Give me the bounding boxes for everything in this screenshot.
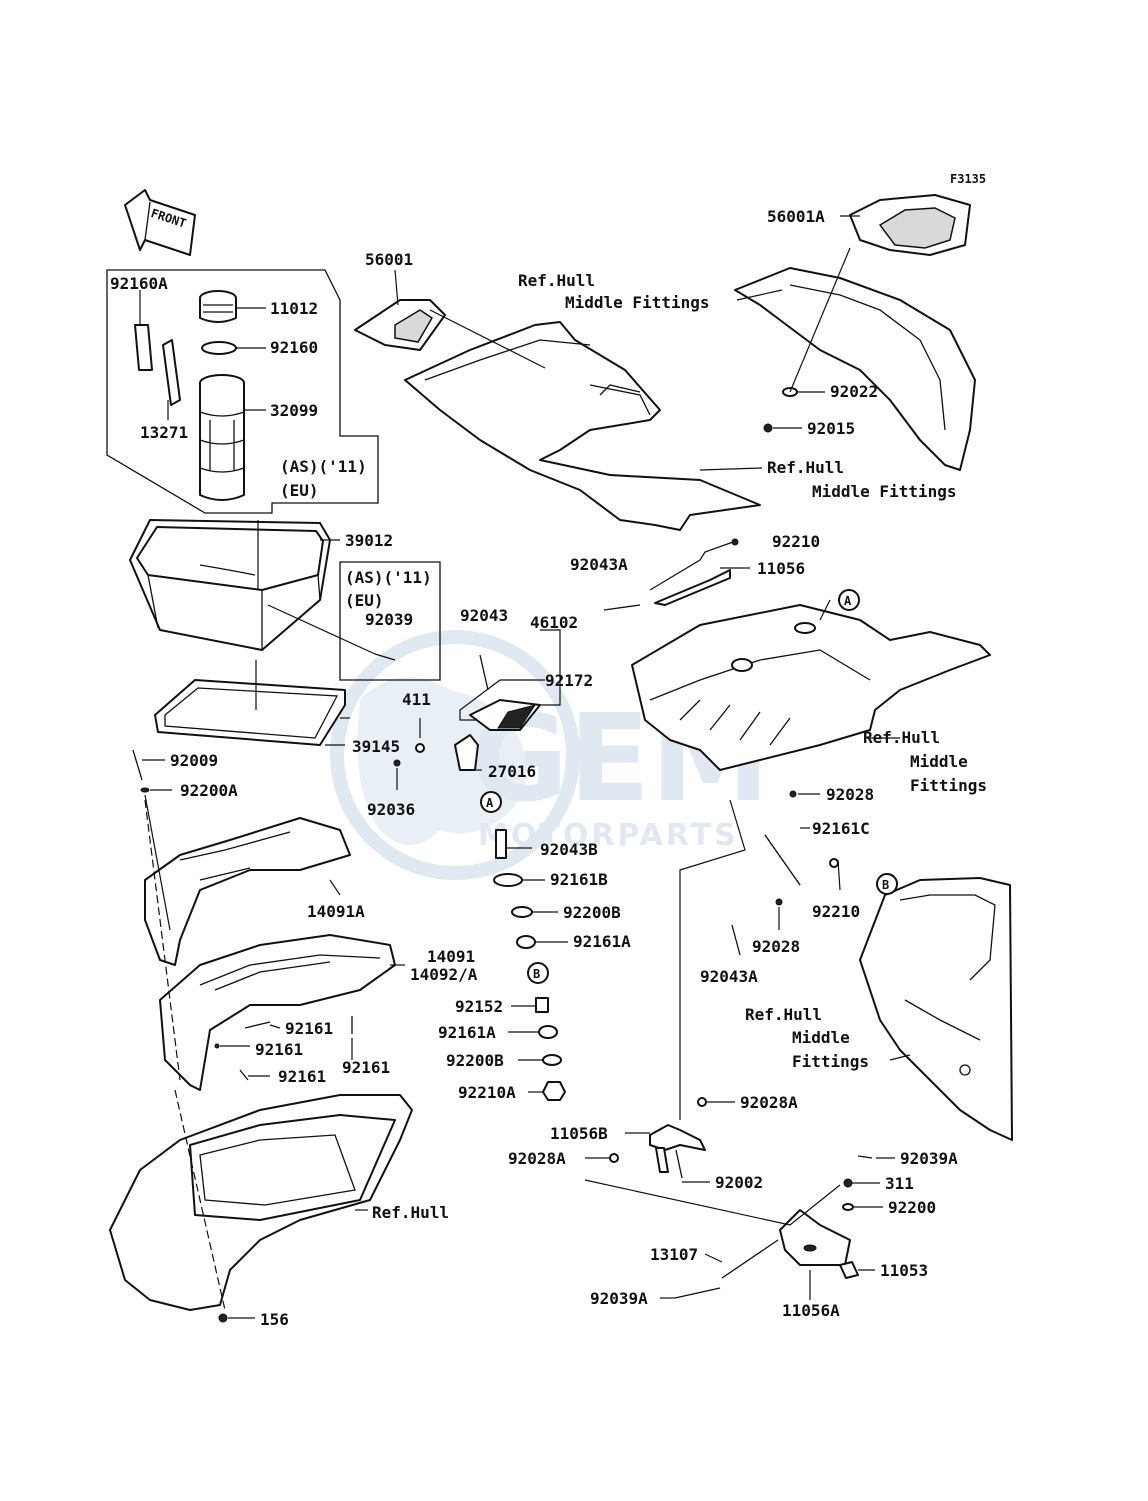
front-arrow: FRONT [124, 189, 196, 256]
label-92161A-1: 92161A [573, 932, 631, 951]
storage-bin [129, 519, 331, 651]
label-as-1: (AS)('11) [280, 457, 367, 476]
label-56001: 56001 [365, 250, 413, 269]
label-92036: 92036 [367, 800, 415, 819]
label-92161-4: 92161 [342, 1058, 390, 1077]
right-hull-cover [734, 194, 976, 471]
label-92002: 92002 [715, 1173, 763, 1192]
label-92200A: 92200A [180, 781, 238, 800]
circle-ref-b-1: B [527, 962, 549, 984]
circle-ref-a-2: A [480, 791, 502, 813]
label-14091A: 14091A [307, 902, 365, 921]
circle-ref-a-label: A [844, 594, 852, 608]
label-92200B-1: 92200B [563, 903, 621, 922]
label-32099: 32099 [270, 401, 318, 420]
label-ref-hull-3: Ref.Hull [863, 728, 940, 747]
circle-ref-b-2: B [876, 873, 898, 895]
leader-lines [139, 215, 911, 1319]
label-92028A-1: 92028A [740, 1093, 798, 1112]
circle-ref-b-label-2: B [882, 878, 889, 892]
label-ref-hull-4: Ref.Hull [745, 1005, 822, 1024]
label-92015: 92015 [807, 419, 855, 438]
label-92152: 92152 [455, 997, 503, 1016]
watermark-sub: MOTORPARTS [478, 818, 739, 853]
label-92160: 92160 [270, 338, 318, 357]
label-92161A-2: 92161A [438, 1023, 496, 1042]
circle-ref-b-label: B [533, 967, 540, 981]
label-11053: 11053 [880, 1261, 928, 1280]
label-92028-1: 92028 [826, 785, 874, 804]
label-156: 156 [260, 1310, 289, 1329]
label-eu-1: (EU) [280, 481, 319, 500]
label-92210A: 92210A [458, 1083, 516, 1102]
label-92043A-2: 92043A [700, 967, 758, 986]
lower-right-hull [859, 877, 1013, 1141]
figure-code: F3135 [950, 172, 986, 186]
label-92028A-2: 92028A [508, 1149, 566, 1168]
label-92022: 92022 [830, 382, 878, 401]
circle-ref-a-label-2: A [486, 796, 494, 810]
label-11056: 11056 [757, 559, 805, 578]
label-ref-hull-2b: Middle Fittings [812, 482, 957, 501]
label-as-2: (AS)('11) [345, 568, 432, 587]
cover-14091A [144, 817, 351, 966]
label-ref-hull-1b: Middle Fittings [565, 293, 710, 312]
label-13107: 13107 [650, 1245, 698, 1264]
label-13271: 13271 [140, 423, 188, 442]
label-ref-hull-3c: Fittings [910, 776, 987, 795]
label-92028-2: 92028 [752, 937, 800, 956]
label-14092A: 14092/A [410, 965, 478, 984]
label-92200B-2: 92200B [446, 1051, 504, 1070]
label-14091: 14091 [427, 947, 475, 966]
circle-ref-a-1: A [838, 589, 860, 611]
label-92161C: 92161C [812, 819, 870, 838]
label-ref-hull-4c: Fittings [792, 1052, 869, 1071]
label-92210-1: 92210 [772, 532, 820, 551]
label-39012: 39012 [345, 531, 393, 550]
label-ref-hull-4b: Middle [792, 1028, 850, 1047]
label-92039A-1: 92039A [900, 1149, 958, 1168]
label-ref-hull-2: Ref.Hull [767, 458, 844, 477]
label-92009: 92009 [170, 751, 218, 770]
label-11012: 11012 [270, 299, 318, 318]
label-411: 411 [402, 690, 431, 709]
label-11056B: 11056B [550, 1124, 608, 1143]
label-311: 311 [885, 1174, 914, 1193]
label-92210-2: 92210 [812, 902, 860, 921]
part-labels: 56001A 56001 Ref.Hull Middle Fittings 92… [110, 207, 987, 1329]
label-39145: 39145 [352, 737, 400, 756]
lower-left-hull [109, 1094, 413, 1311]
label-ref-hull-3b: Middle [910, 752, 968, 771]
label-92039A-2: 92039A [590, 1289, 648, 1308]
label-92161-2: 92161 [255, 1040, 303, 1059]
cover-14091 [159, 934, 396, 1091]
label-92039: 92039 [365, 610, 413, 629]
label-ref-hull-1: Ref.Hull [518, 271, 595, 290]
label-56001A: 56001A [767, 207, 825, 226]
label-92160A: 92160A [110, 274, 168, 293]
label-92161-1: 92161 [285, 1019, 333, 1038]
label-92043: 92043 [460, 606, 508, 625]
label-27016: 27016 [488, 762, 536, 781]
label-ref-hull-5: Ref.Hull [372, 1203, 449, 1222]
filler-group [106, 269, 379, 514]
label-92043B: 92043B [540, 840, 598, 859]
label-92200: 92200 [888, 1198, 936, 1217]
region-box-2 [339, 561, 441, 681]
label-92043A-1: 92043A [570, 555, 628, 574]
label-11056A: 11056A [782, 1301, 840, 1320]
label-92161B: 92161B [550, 870, 608, 889]
label-92172: 92172 [545, 671, 593, 690]
hardware [132, 387, 873, 1323]
label-eu-2: (EU) [345, 591, 384, 610]
label-92161-3: 92161 [278, 1067, 326, 1086]
bin-gasket [154, 679, 346, 746]
label-46102: 46102 [530, 613, 578, 632]
center-deck [631, 604, 991, 771]
top-hull-panel [354, 299, 761, 531]
